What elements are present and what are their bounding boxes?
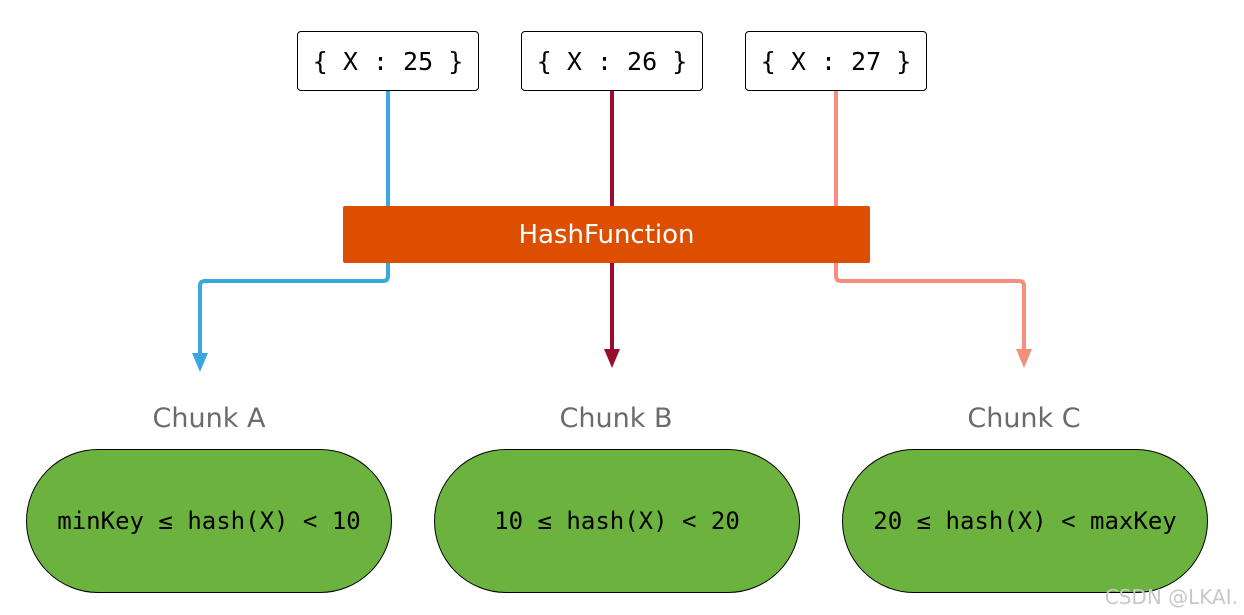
document-box-x27: { X : 27 } (745, 31, 927, 91)
arrowhead-chunk-a (192, 353, 208, 372)
route-to-chunk-c (834, 261, 1026, 352)
hash-function-box: HashFunction (343, 206, 870, 263)
chunk-c-title: Chunk C (967, 403, 1081, 434)
chunk-b-range: 10 ≤ hash(X) < 20 (434, 449, 800, 593)
document-box-x26: { X : 26 } (521, 31, 703, 91)
arrowhead-chunk-c (1016, 349, 1032, 368)
chunk-a-range-text: minKey ≤ hash(X) < 10 (57, 507, 361, 535)
chunk-b-title: Chunk B (559, 403, 673, 434)
chunk-c-range-text: 20 ≤ hash(X) < maxKey (873, 507, 1177, 535)
chunk-c-range: 20 ≤ hash(X) < maxKey (842, 449, 1208, 593)
watermark: CSDN @LKAI. (1104, 585, 1238, 609)
route-to-chunk-a (198, 261, 390, 356)
hash-function-label: HashFunction (518, 219, 695, 250)
chunk-b-range-text: 10 ≤ hash(X) < 20 (494, 507, 740, 535)
document-box-x25: { X : 25 } (297, 31, 479, 91)
chunk-a-title: Chunk A (152, 403, 266, 434)
chunk-a-range: minKey ≤ hash(X) < 10 (26, 449, 392, 593)
arrowhead-chunk-b (604, 349, 620, 368)
